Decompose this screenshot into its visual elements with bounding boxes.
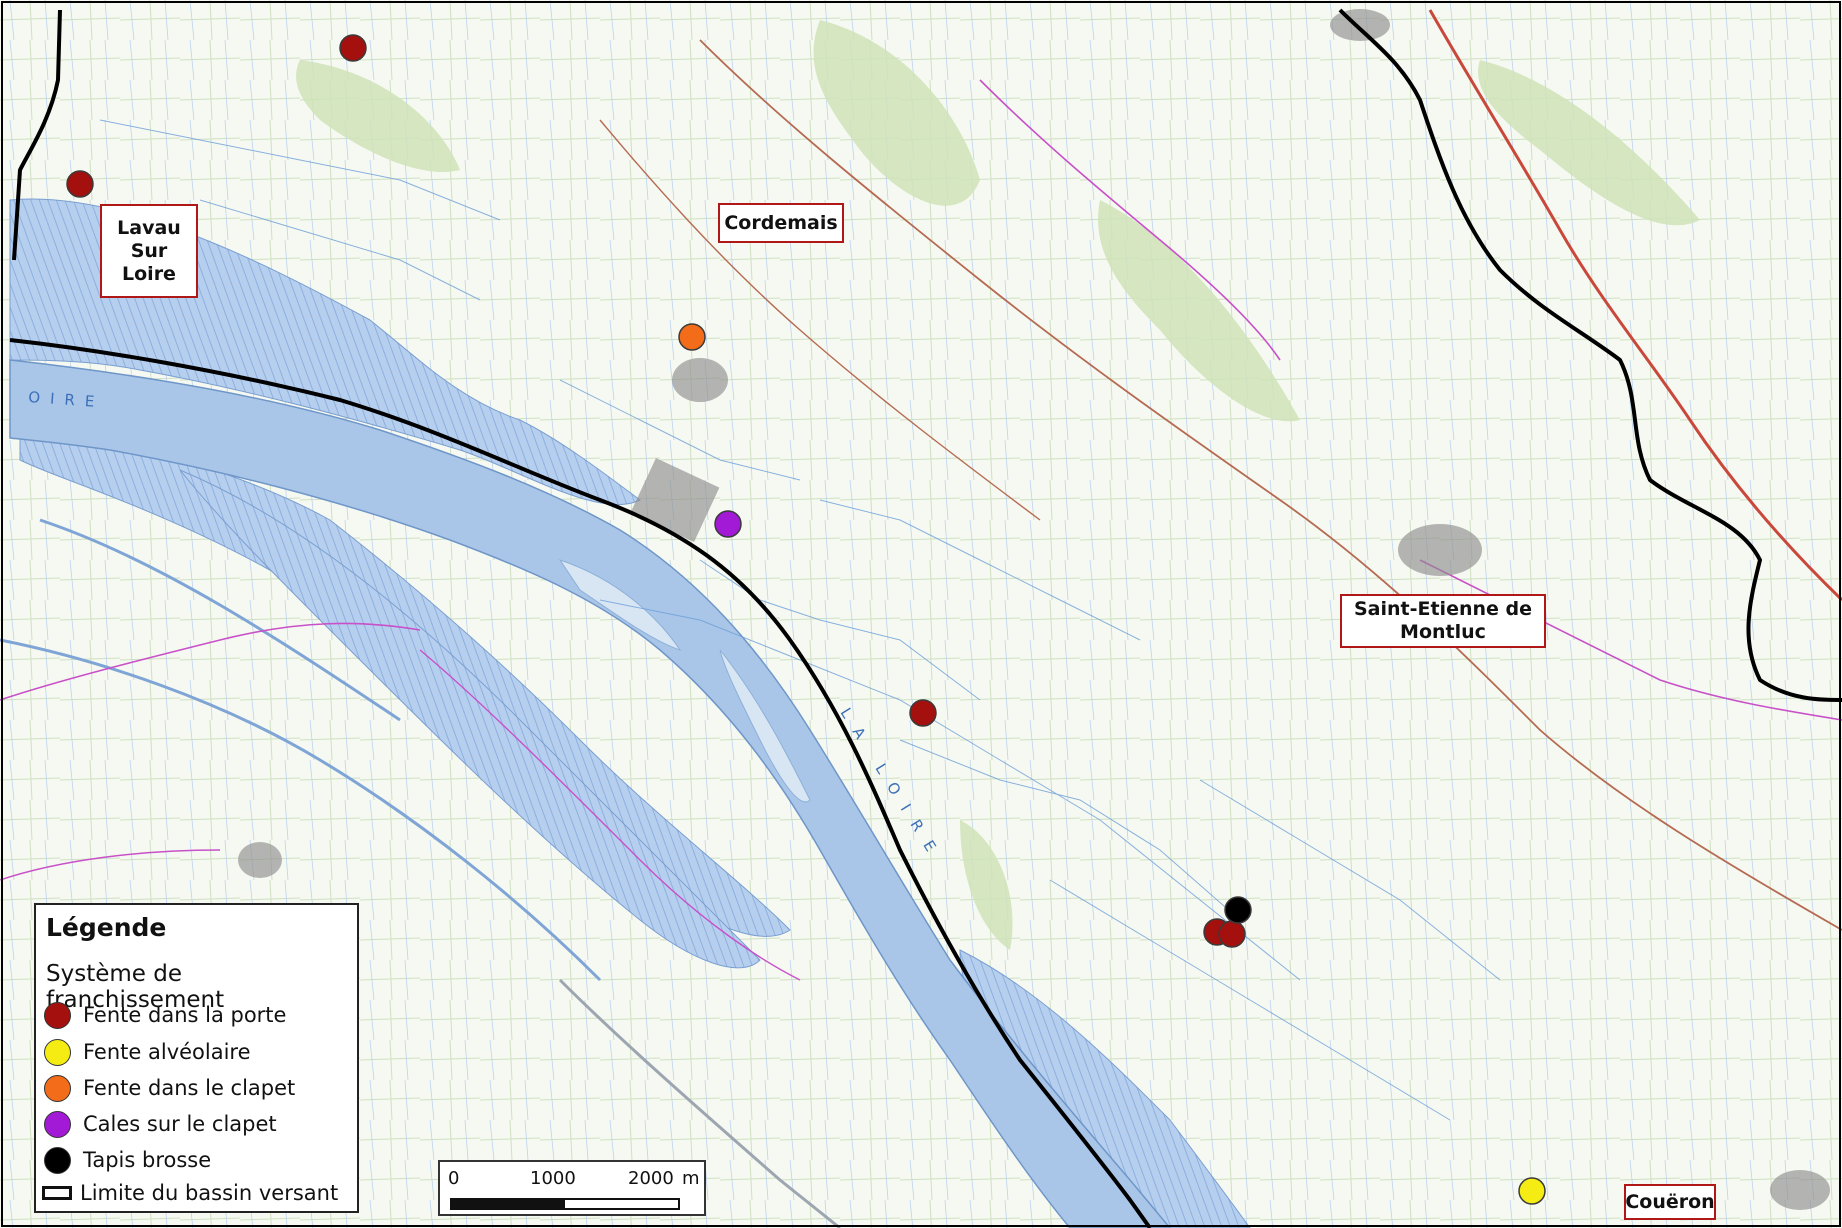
- outline-box-icon: [42, 1186, 72, 1200]
- legend-item-limite-bassin: Limite du bassin versant: [42, 1176, 338, 1210]
- scale-bar: 0 1000 2000 m: [438, 1160, 706, 1216]
- river-label-oire: OIRE: [28, 388, 105, 411]
- marker-fente-dans-la-porte[interactable]: [909, 699, 937, 727]
- vegetation-areas: [296, 20, 1700, 950]
- legend-item-tapis-brosse: Tapis brosse: [42, 1143, 211, 1177]
- loire-river: [9, 359, 1171, 1228]
- town-label-cordemais: Cordemais: [718, 203, 844, 243]
- scale-bar-segment-white: [565, 1200, 678, 1208]
- town-label-coueron: Couëron: [1624, 1184, 1716, 1220]
- scale-tick-0: 0: [448, 1168, 460, 1189]
- river-islands: [558, 559, 811, 803]
- purple-circle-icon: [44, 1110, 71, 1138]
- legend-item-label: Fente alvéolaire: [83, 1040, 251, 1064]
- legend-item-label: Cales sur le clapet: [83, 1112, 277, 1136]
- town-label-lavau: Lavau Sur Loire: [100, 204, 198, 298]
- scale-bar-segment-black: [452, 1200, 565, 1208]
- legend-item-fente-alveolaire: Fente alvéolaire: [42, 1035, 251, 1069]
- marker-cales-sur-le-clapet[interactable]: [714, 510, 742, 538]
- scale-tick-2000: 2000: [628, 1168, 674, 1189]
- marker-fente-dans-le-clapet[interactable]: [678, 323, 706, 351]
- road-network: [0, 9, 1842, 1228]
- town-label-saint-etienne: Saint-Etienne de Montluc: [1340, 594, 1546, 648]
- marker-fente-alv-olaire[interactable]: [1518, 1177, 1546, 1205]
- marker-fente-dans-la-porte[interactable]: [1218, 920, 1246, 948]
- marker-fente-dans-la-porte[interactable]: [339, 34, 367, 62]
- black-circle-icon: [44, 1146, 71, 1174]
- drainage-network: [99, 119, 1501, 1121]
- legend-item-fente-porte: Fente dans la porte: [42, 998, 286, 1032]
- yellow-circle-icon: [44, 1038, 71, 1066]
- map-legend: Légende Système de franchissement Fente …: [34, 903, 359, 1213]
- legend-item-label: Limite du bassin versant: [80, 1181, 339, 1205]
- secondary-channels: [0, 518, 602, 982]
- orange-circle-icon: [44, 1074, 71, 1102]
- marker-tapis-brosse[interactable]: [1224, 896, 1252, 924]
- legend-item-cales-clapet: Cales sur le clapet: [42, 1107, 277, 1141]
- legend-title: Légende: [46, 913, 167, 942]
- legend-subtitle: Système de franchissement: [46, 961, 225, 1013]
- legend-item-label: Fente dans le clapet: [83, 1076, 296, 1100]
- legend-item-label: Fente dans la porte: [83, 1003, 287, 1027]
- legend-item-label: Tapis brosse: [83, 1148, 212, 1172]
- legend-item-fente-clapet: Fente dans le clapet: [42, 1071, 295, 1105]
- scale-bar-graphic: [450, 1198, 680, 1210]
- scale-unit: m: [682, 1168, 700, 1189]
- watershed-boundary: [9, 8, 1842, 1228]
- markers-layer: [66, 34, 1546, 1205]
- red-circle-icon: [44, 1001, 71, 1029]
- marker-fente-dans-la-porte[interactable]: [66, 170, 94, 198]
- scale-tick-1000: 1000: [530, 1168, 576, 1189]
